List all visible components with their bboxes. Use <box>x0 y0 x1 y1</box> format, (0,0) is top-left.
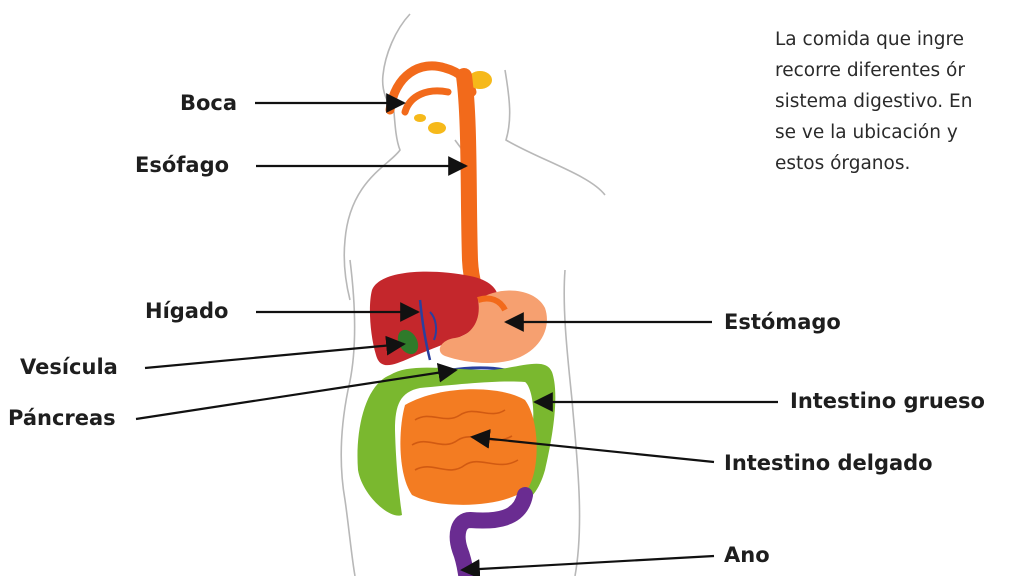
intro-line: sistema digestivo. En <box>775 86 1012 117</box>
label-intestino-delgado: Intestino delgado <box>724 453 933 474</box>
rectum-organ <box>458 495 525 574</box>
mouth-organ <box>390 66 492 134</box>
label-vesicula: Vesícula <box>20 357 118 378</box>
leader-line-ano <box>462 556 714 570</box>
intro-line: se ve la ubicación y <box>775 117 1012 148</box>
small-intestine-organ <box>400 389 536 505</box>
salivary-gland <box>428 122 446 134</box>
intro-line: La comida que ingre <box>775 24 1012 55</box>
label-esofago: Esófago <box>135 155 229 176</box>
label-boca: Boca <box>180 93 237 114</box>
intro-line: estos órganos. <box>775 148 1012 179</box>
label-higado: Hígado <box>145 301 228 322</box>
intro-line: recorre diferentes ór <box>775 55 1012 86</box>
intro-paragraph: La comida que ingre recorre diferentes ó… <box>775 24 1012 179</box>
leader-line-vesicula <box>145 344 404 368</box>
esophagus-organ <box>464 76 482 304</box>
label-intestino-grueso: Intestino grueso <box>790 391 985 412</box>
salivary-gland <box>414 114 426 122</box>
label-pancreas: Páncreas <box>8 408 116 429</box>
label-ano: Ano <box>724 545 770 566</box>
label-estomago: Estómago <box>724 312 841 333</box>
